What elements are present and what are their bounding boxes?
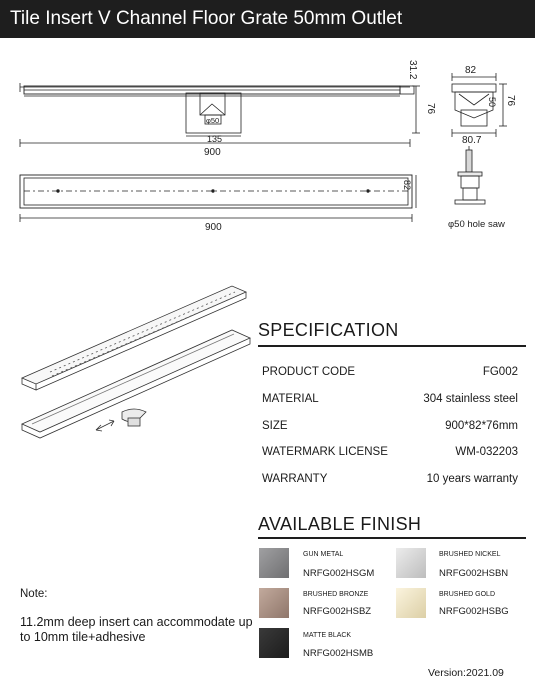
spec-value: WM-032203 bbox=[455, 446, 518, 458]
title-bar: Tile Insert V Channel Floor Grate 50mm O… bbox=[0, 0, 535, 38]
side-section bbox=[451, 73, 507, 137]
dim-80-7: 80.7 bbox=[462, 135, 482, 146]
dim-900-top: 900 bbox=[204, 147, 221, 158]
dim-76-front: 76 bbox=[425, 103, 436, 115]
dim-135: 135 bbox=[207, 134, 222, 144]
page-title: Tile Insert V Channel Floor Grate 50mm O… bbox=[10, 8, 403, 29]
swatch-matte-black bbox=[259, 628, 289, 658]
spec-row-warranty: WARRANTY 10 years warranty bbox=[262, 473, 518, 489]
front-elevation bbox=[19, 83, 420, 147]
finish-code-matte-black: NRFG002HSMB bbox=[303, 648, 374, 659]
finish-name-brushed-nickel: BRUSHED NICKEL bbox=[439, 551, 501, 558]
finish-code-brushed-nickel: NRFG002HSBN bbox=[439, 568, 509, 579]
specification-divider bbox=[258, 345, 526, 347]
spec-label: WATERMARK LICENSE bbox=[262, 446, 388, 458]
spec-value: 10 years warranty bbox=[426, 473, 518, 485]
finish-name-matte-black: MATTE BLACK bbox=[303, 632, 352, 639]
available-finish-divider bbox=[258, 537, 526, 539]
channel-body bbox=[21, 329, 251, 439]
spec-value: 900*82*76mm bbox=[445, 420, 518, 432]
spec-row-size: SIZE 900*82*76mm bbox=[262, 420, 518, 436]
dim-50-side: 50 bbox=[487, 97, 497, 107]
swatch-brushed-nickel bbox=[396, 548, 426, 578]
spec-value: FG002 bbox=[482, 366, 518, 378]
finish-code-gun-metal: NRFG002HSGM bbox=[303, 568, 375, 579]
spec-label: WARRANTY bbox=[262, 473, 328, 485]
spec-row-product-code: PRODUCT CODE FG002 bbox=[262, 366, 518, 382]
note-label: Note: bbox=[20, 588, 48, 600]
direction-arrows bbox=[95, 419, 115, 432]
finish-name-brushed-bronze: BRUSHED BRONZE bbox=[303, 591, 369, 598]
finish-code-brushed-bronze: NRFG002HSBZ bbox=[303, 606, 372, 617]
swatch-brushed-gold bbox=[396, 588, 426, 618]
spec-row-watermark-license: WATERMARK LICENSE WM-032203 bbox=[262, 446, 518, 462]
spec-label: PRODUCT CODE bbox=[262, 366, 356, 378]
isometric-illustration bbox=[20, 285, 251, 439]
spec-label: SIZE bbox=[262, 420, 288, 432]
available-finish-heading: AVAILABLE FINISH bbox=[258, 514, 422, 534]
outlet-detail bbox=[454, 146, 486, 205]
spec-label: MATERIAL bbox=[262, 393, 319, 405]
grate-insert bbox=[20, 285, 248, 391]
technical-drawing: 135 900 φ50 76 31.2 82 50 76 80.7 82 900… bbox=[19, 60, 516, 233]
finish-code-brushed-gold: NRFG002HSBG bbox=[439, 606, 509, 617]
plan-view bbox=[19, 174, 417, 222]
specification-heading: SPECIFICATION bbox=[258, 320, 399, 340]
dim-31-2: 31.2 bbox=[407, 60, 418, 80]
finish-name-gun-metal: GUN METAL bbox=[303, 551, 344, 558]
spec-value: 304 stainless steel bbox=[423, 393, 518, 405]
note-text: 11.2mm deep insert can accommodate up to… bbox=[20, 615, 253, 644]
swatch-brushed-bronze bbox=[259, 588, 289, 618]
hole-saw-label: φ50 hole saw bbox=[448, 219, 505, 230]
dim-82-top: 82 bbox=[465, 65, 477, 76]
dim-76-side: 76 bbox=[505, 95, 516, 107]
version-label: Version:2021.09 bbox=[428, 667, 504, 679]
dim-82-plan: 82 bbox=[402, 180, 412, 190]
spec-row-material: MATERIAL 304 stainless steel bbox=[262, 393, 518, 409]
finish-name-brushed-gold: BRUSHED GOLD bbox=[439, 591, 496, 598]
swatch-gun-metal bbox=[259, 548, 289, 578]
dim-phi50: φ50 bbox=[206, 116, 219, 125]
dim-900-plan: 900 bbox=[205, 222, 222, 233]
